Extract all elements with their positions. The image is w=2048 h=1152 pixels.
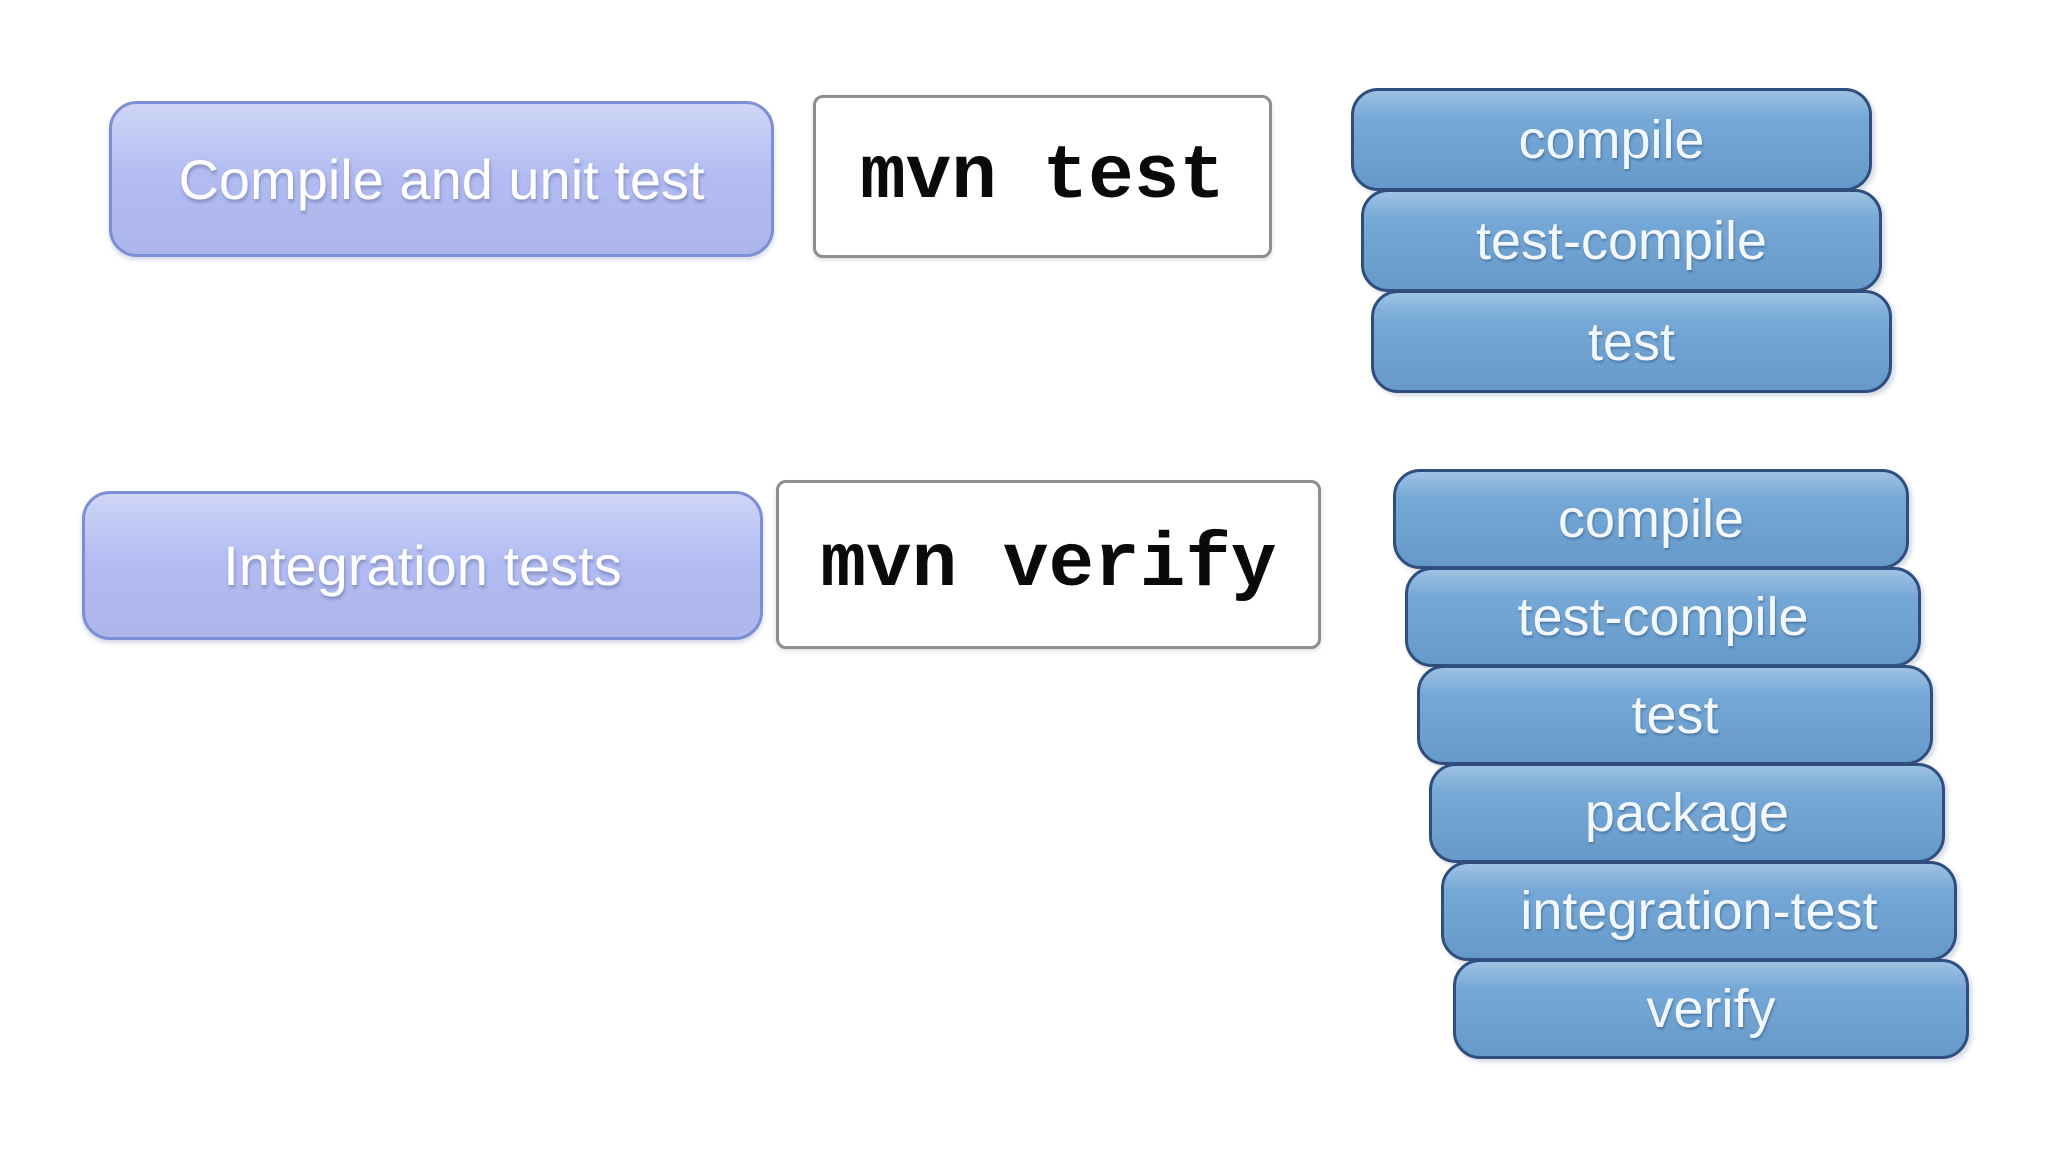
phase-box-test-compile: test-compile	[1405, 567, 1921, 667]
phase-box-test: test	[1417, 665, 1933, 765]
task-label-box: Integration tests	[82, 491, 763, 640]
phase-box-package: package	[1429, 763, 1945, 863]
phase-box-test-compile: test-compile	[1361, 189, 1882, 292]
phase-box-verify: verify	[1453, 959, 1969, 1059]
maven-command-box: mvn verify	[776, 480, 1321, 649]
phase-box-compile: compile	[1351, 88, 1872, 191]
phase-box-integration-test: integration-test	[1441, 861, 1957, 961]
maven-command-box: mvn test	[813, 95, 1272, 258]
phase-box-compile: compile	[1393, 469, 1909, 569]
task-label-box: Compile and unit test	[109, 101, 774, 257]
phase-box-test: test	[1371, 290, 1892, 393]
